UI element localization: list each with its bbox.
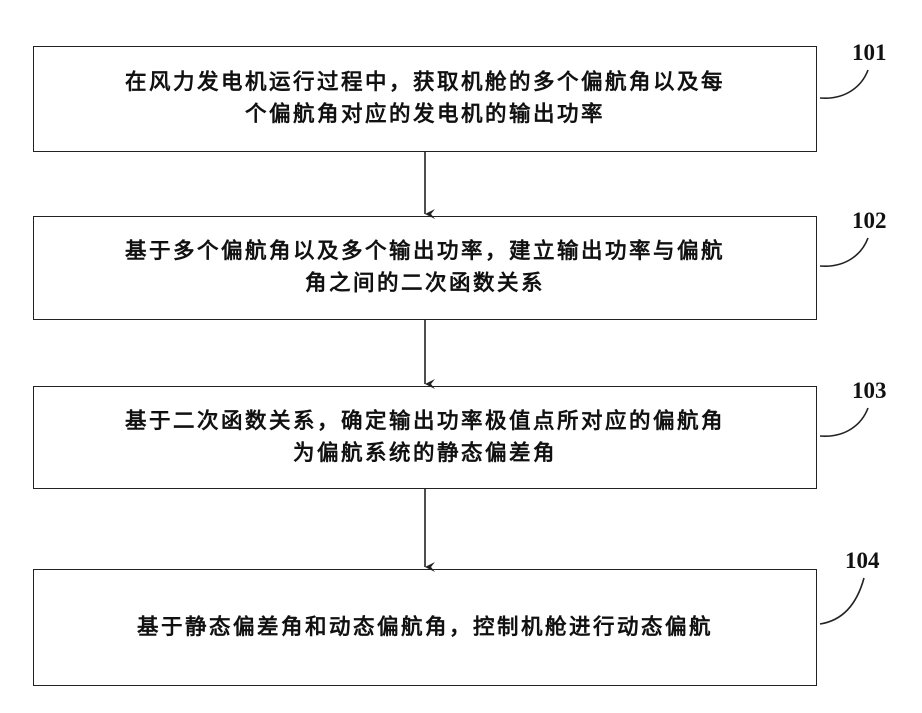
step-text-101: 在风力发电机运行过程中，获取机舱的多个偏航角以及每 个偏航角对应的发电机的输出功… [101,67,749,131]
step-103-line-1: 基于二次函数关系，确定输出功率极值点所对应的偏航角 [125,406,725,438]
step-102-line-1: 基于多个偏航角以及多个输出功率，建立输出功率与偏航 [125,236,725,268]
step-text-103: 基于二次函数关系，确定输出功率极值点所对应的偏航角 为偏航系统的静态偏差角 [101,406,749,470]
step-box-103: 基于二次函数关系，确定输出功率极值点所对应的偏航角 为偏航系统的静态偏差角 [33,386,817,489]
step-104-line-1: 基于静态偏差角和动态偏航角，控制机舱进行动态偏航 [137,612,713,644]
step-number-101: 101 [852,40,887,66]
step-101-line-1: 在风力发电机运行过程中，获取机舱的多个偏航角以及每 [125,67,725,99]
leader-line-102 [820,238,868,266]
step-101-line-2: 个偏航角对应的发电机的输出功率 [125,99,725,131]
leader-line-104 [820,578,864,624]
step-102-line-2: 角之间的二次函数关系 [125,268,725,300]
step-number-104: 104 [845,548,880,574]
step-box-101: 在风力发电机运行过程中，获取机舱的多个偏航角以及每 个偏航角对应的发电机的输出功… [33,46,817,152]
leader-line-103 [820,408,868,436]
step-box-102: 基于多个偏航角以及多个输出功率，建立输出功率与偏航 角之间的二次函数关系 [33,216,817,320]
step-number-102: 102 [852,208,887,234]
step-text-104: 基于静态偏差角和动态偏航角，控制机舱进行动态偏航 [113,612,737,644]
step-box-104: 基于静态偏差角和动态偏航角，控制机舱进行动态偏航 [33,569,817,686]
step-text-102: 基于多个偏航角以及多个输出功率，建立输出功率与偏航 角之间的二次函数关系 [101,236,749,300]
step-number-103: 103 [852,378,887,404]
leader-line-101 [820,70,868,98]
step-103-line-2: 为偏航系统的静态偏差角 [125,438,725,470]
